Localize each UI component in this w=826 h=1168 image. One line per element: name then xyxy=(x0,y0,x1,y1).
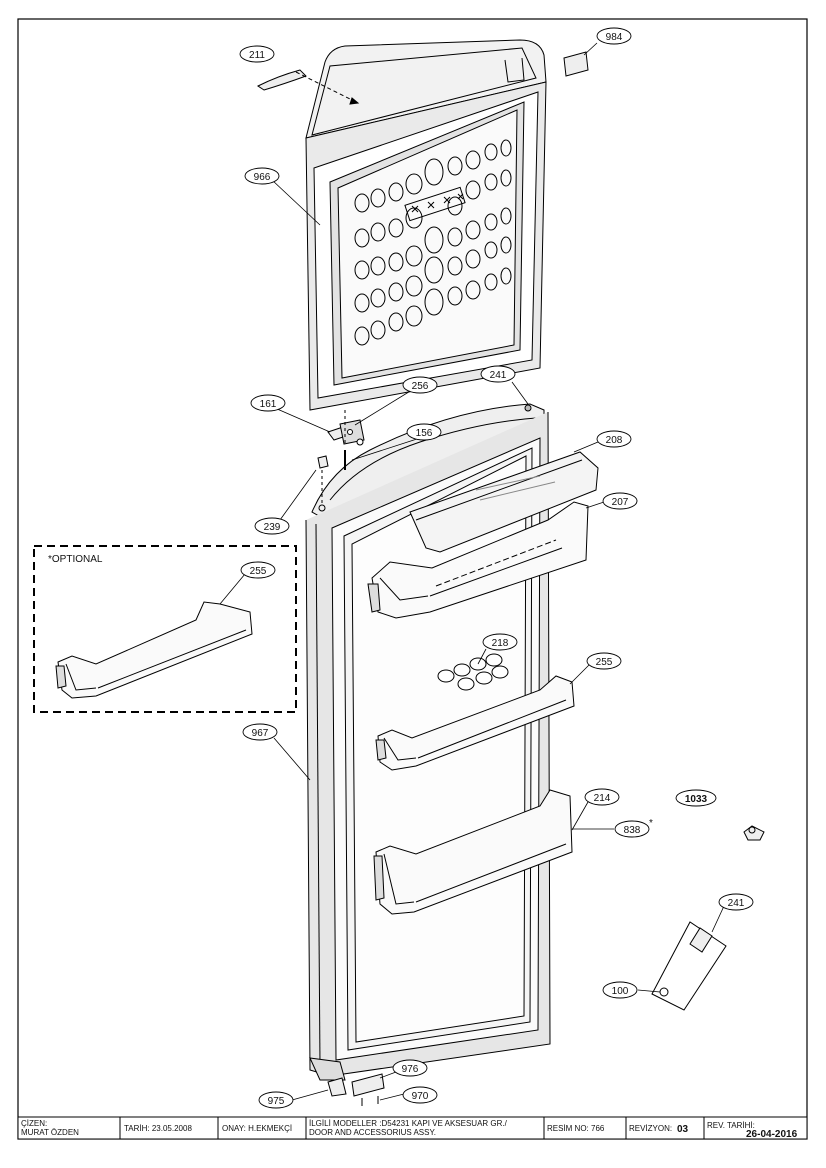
date-field: TARİH: 23.05.2008 xyxy=(124,1124,192,1133)
callout-239: 239 xyxy=(264,522,281,533)
egg-tray-218-drawing xyxy=(437,653,509,691)
title-block: ÇİZEN: MURAT ÖZDEN TARİH: 23.05.2008 ONA… xyxy=(17,1116,808,1140)
rev-date-label: REV. TARİHİ: xyxy=(707,1121,755,1130)
drawn-by-label: ÇİZEN: xyxy=(21,1119,47,1128)
optional-label: *OPTIONAL xyxy=(48,554,103,565)
callout-241-card: 241 xyxy=(728,898,745,909)
callout-156: 156 xyxy=(416,428,433,439)
callout-255: 255 xyxy=(596,657,613,668)
part-1033-drawing xyxy=(743,825,765,841)
optional-asterisk: * xyxy=(649,818,653,829)
shelf-214-drawing xyxy=(373,789,573,915)
shelf-208-207-drawing xyxy=(367,451,599,619)
drawn-by-value: MURAT ÖZDEN xyxy=(21,1128,79,1137)
bottom-hinge-parts-drawing xyxy=(327,1073,385,1106)
callout-256: 256 xyxy=(412,381,429,392)
optional-box xyxy=(33,545,297,713)
rev-date-value: 26-04-2016 xyxy=(746,1129,798,1140)
models-line-2: DOOR AND ACCESSORIUS ASSY. xyxy=(309,1128,436,1137)
callout-207: 207 xyxy=(612,497,629,508)
callout-214: 214 xyxy=(594,793,611,804)
drawing-number: RESİM NO: 766 xyxy=(547,1124,605,1133)
callout-100: 100 xyxy=(612,986,629,997)
callout-976: 976 xyxy=(402,1064,419,1075)
card-241-drawing xyxy=(651,921,727,1011)
revision-value: 03 xyxy=(677,1124,689,1135)
callout-241-top: 241 xyxy=(490,370,507,381)
callout-984: 984 xyxy=(606,32,623,43)
callout-218: 218 xyxy=(492,638,509,649)
callout-211: 211 xyxy=(249,50,265,61)
leader-lines xyxy=(219,42,725,1101)
callout-208: 208 xyxy=(606,435,623,446)
callout-labels: 211 984 966 241 161 256 208 156 239 207 … xyxy=(249,32,745,1107)
part-984-drawing xyxy=(563,51,589,77)
callout-966: 966 xyxy=(254,172,271,183)
callout-ovals xyxy=(239,27,754,1109)
freezer-door-drawing xyxy=(305,39,547,411)
approved-field: ONAY: H.EKMEKÇİ xyxy=(222,1124,292,1133)
callout-970: 970 xyxy=(412,1091,429,1102)
callout-967: 967 xyxy=(252,728,269,739)
callout-838: 838 xyxy=(624,825,641,836)
optional-shelf-drawing xyxy=(55,601,253,699)
models-line-1: İLGİLİ MODELLER :D54231 KAPI VE AKSESUAR… xyxy=(309,1119,508,1128)
part-211-drawing xyxy=(257,69,360,105)
callout-255-optional: 255 xyxy=(250,566,267,577)
callout-1033: 1033 xyxy=(685,794,708,805)
freezer-door-pattern xyxy=(354,139,512,346)
callout-161: 161 xyxy=(260,399,277,410)
callout-975: 975 xyxy=(268,1096,285,1107)
revision-label: REVİZYON: xyxy=(629,1124,672,1133)
hinge-parts-drawing xyxy=(317,410,365,504)
